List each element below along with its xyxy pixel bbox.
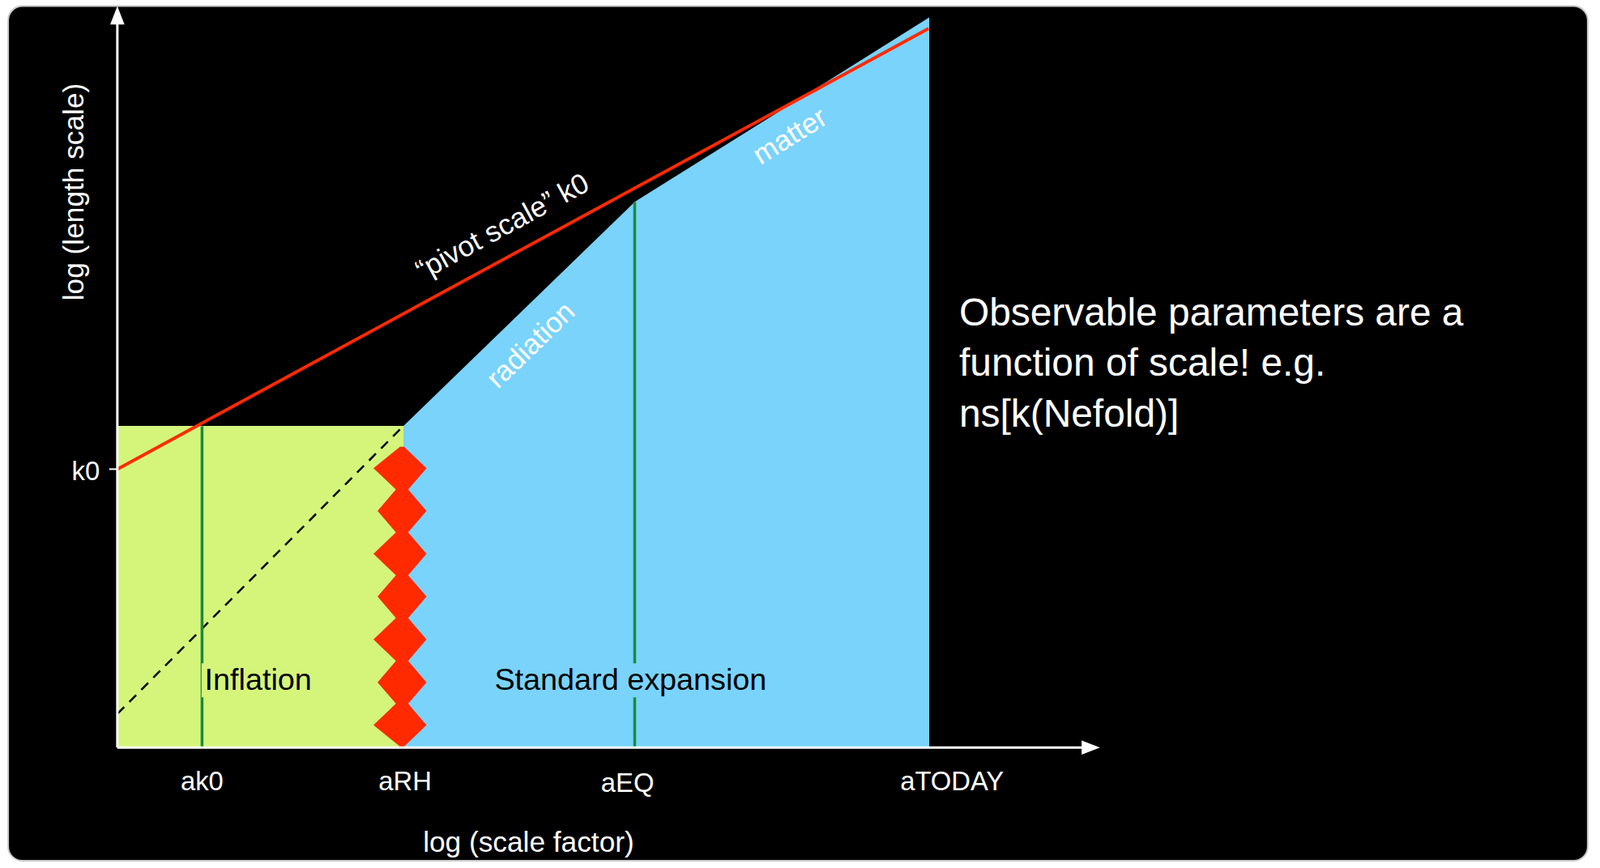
axis-tick-label: ak0 [180,767,224,797]
y-axis [115,14,119,749]
dashed-horizon [117,426,404,714]
ak0-marker [200,426,205,748]
black-panel [8,6,1588,862]
tick-label: k0 [72,456,101,487]
region-shape [403,17,931,748]
expansion-shape [403,17,931,748]
reheating-burst [373,447,427,747]
inflation-region: Inflation [117,426,405,748]
annotation: Observable parameters are a function of … [959,287,1531,440]
x-axis [117,746,1093,750]
axis-tick-label: aRH [378,767,432,797]
axis-tick-label: aEQ [601,768,655,798]
standard-expansion-region: Standard expansion [403,17,931,748]
k0-tick [109,468,118,470]
axis-tick-label: aTODAY [900,767,1004,797]
x-arrowhead [1081,740,1101,756]
aeq-marker [633,201,637,748]
axis-title: log (scale factor) [422,827,635,859]
region-label: Standard expansion [490,663,770,698]
axis-title: log (length scale) [57,83,90,301]
pivot-scale-line [117,28,929,470]
region-label: Inflation [201,663,316,698]
y-arrowhead [110,6,125,26]
